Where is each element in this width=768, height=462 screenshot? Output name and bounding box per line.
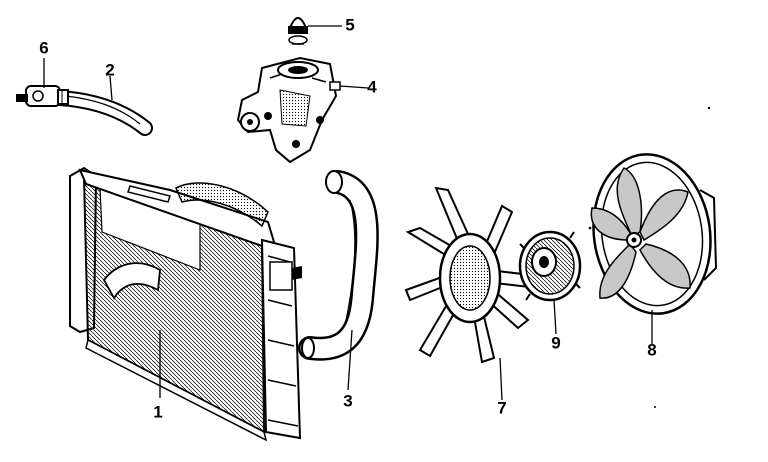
lower-radiator-hose <box>298 170 379 361</box>
water-pump <box>236 56 341 164</box>
callout-4: 4 <box>367 77 377 97</box>
fan-blade <box>404 186 542 364</box>
leader-lines <box>43 25 653 401</box>
electric-fan-shroud <box>590 153 718 315</box>
callout-6: 6 <box>39 38 49 58</box>
callout-8: 8 <box>647 340 657 360</box>
radiator <box>69 166 302 442</box>
callout-7: 7 <box>497 398 507 418</box>
upper-radiator-hose <box>52 90 153 136</box>
callout-1: 1 <box>153 402 163 422</box>
callout-2: 2 <box>105 60 115 80</box>
callout-3: 3 <box>343 391 353 411</box>
fan-clutch <box>518 230 582 302</box>
water-outlet-housing <box>16 85 69 107</box>
thermostat <box>288 17 308 45</box>
callout-5: 5 <box>345 15 355 35</box>
callout-9: 9 <box>551 333 561 353</box>
